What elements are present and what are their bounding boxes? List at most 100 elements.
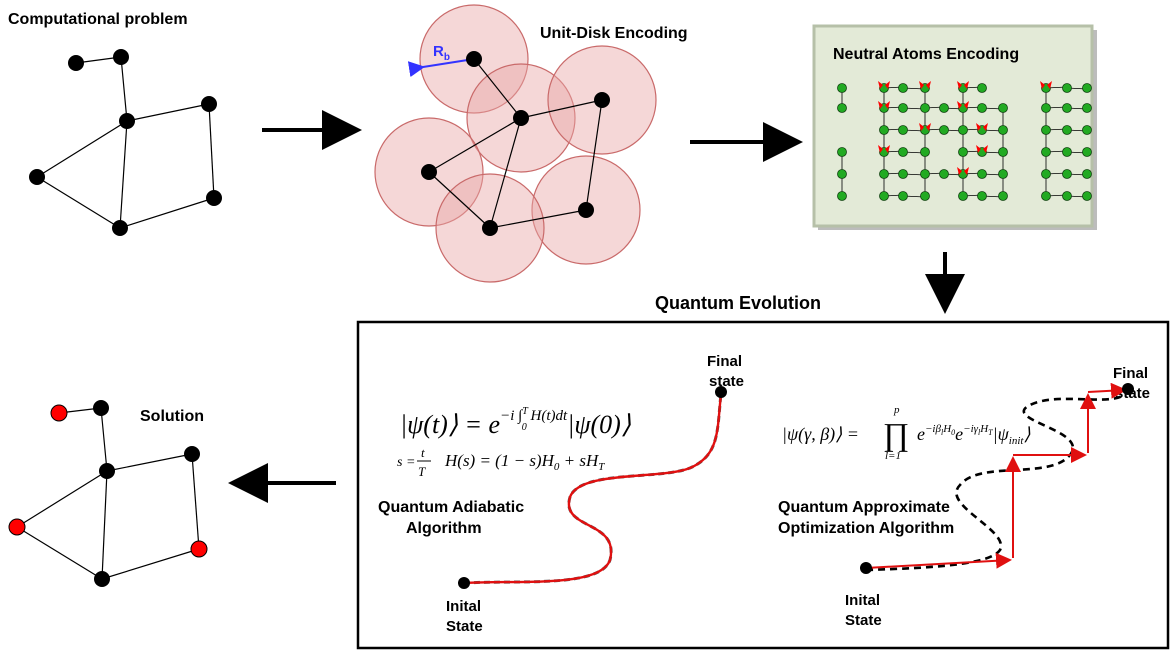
atom [837, 103, 847, 113]
atom [1082, 103, 1092, 113]
unit-disk-title: Unit-Disk Encoding [540, 25, 688, 42]
atom-grid [837, 81, 1092, 201]
graph-edge [428, 117, 522, 173]
atom [1062, 169, 1072, 179]
graph-edge [100, 407, 108, 472]
qaa-final-node [715, 386, 727, 398]
atom [837, 147, 847, 157]
atom [1041, 147, 1051, 157]
graph-node [93, 400, 109, 416]
graph-node [206, 190, 222, 206]
atom [920, 103, 930, 113]
graph-node [578, 202, 594, 218]
solution-graph [8, 400, 208, 587]
atom [998, 103, 1008, 113]
atom [1062, 125, 1072, 135]
atom [939, 103, 949, 113]
atom [920, 191, 930, 201]
qaoa-product-upper: p [893, 404, 900, 416]
atom [898, 83, 908, 93]
atom [837, 83, 847, 93]
atom [1082, 191, 1092, 201]
atom [1062, 191, 1072, 201]
qaa-label-line2: Algorithm [406, 520, 482, 537]
atom [977, 83, 987, 93]
atom [1062, 147, 1072, 157]
graph-edge [36, 176, 121, 229]
atom [998, 169, 1008, 179]
atom [1041, 103, 1051, 113]
radius-arrow [407, 58, 475, 78]
qaa-equation-frac-num: t [421, 445, 425, 460]
atom [837, 169, 847, 179]
atom [898, 169, 908, 179]
atom [898, 125, 908, 135]
atom [1062, 83, 1072, 93]
excitation-marker [1040, 81, 1052, 89]
qaoa-initial-node [860, 562, 872, 574]
atom [837, 191, 847, 201]
graph-edge [120, 56, 128, 122]
excitation-marker [957, 167, 969, 175]
graph-node [482, 220, 498, 236]
atom [977, 103, 987, 113]
atom [939, 125, 949, 135]
atom [1041, 125, 1051, 135]
quantum-evolution-title: Quantum Evolution [655, 293, 821, 313]
graph-edge [520, 99, 603, 119]
atom [998, 147, 1008, 157]
excitation-marker [878, 101, 890, 109]
solution-title: Solution [140, 408, 204, 425]
atom [958, 191, 968, 201]
qaoa-label-line1: Quantum Approximate [778, 499, 950, 516]
graph-edge [101, 470, 108, 580]
graph-node [201, 96, 217, 112]
graph-edge [16, 470, 108, 528]
graph-edge [191, 453, 200, 550]
initial-state-2-line2: State [845, 612, 882, 629]
quantum-evolution-box [356, 320, 1170, 650]
unit-disk-graph: Rb [374, 4, 657, 283]
qaoa-product-lower: l=1 [885, 450, 901, 462]
graph-node [99, 463, 115, 479]
radius-label: Rb [433, 43, 450, 63]
graph-edge [473, 58, 522, 119]
atom [898, 147, 908, 157]
solution-node-selected [50, 404, 68, 422]
qaoa-product-symbol: ∏ [883, 416, 909, 452]
graph-node [29, 169, 45, 185]
final-state-1-line1: Final [707, 353, 742, 370]
atom [1082, 169, 1092, 179]
excitation-marker [919, 81, 931, 89]
atom [1041, 169, 1051, 179]
graph-node [421, 164, 437, 180]
atom [920, 169, 930, 179]
graph-node [184, 446, 200, 462]
qaoa-equation: |ψ(γ, β)⟩ = [782, 424, 859, 445]
qaa-equation-frac-den: T [418, 464, 426, 479]
atom [998, 125, 1008, 135]
atom [1082, 147, 1092, 157]
atom [977, 169, 987, 179]
graph-edge [119, 197, 215, 229]
excitation-marker [878, 145, 890, 153]
qaa-equation-h: H(s) = (1 − s)H0 + sHT [444, 451, 605, 473]
initial-state-1-line1: Inital [446, 598, 481, 615]
atom [958, 125, 968, 135]
initial-state-2-line1: Inital [845, 592, 880, 609]
qaoa-final-node [1122, 383, 1134, 395]
qaoa-step-arrow [1087, 382, 1127, 399]
graph-node [68, 55, 84, 71]
graph-edge [106, 453, 193, 472]
atom [920, 147, 930, 157]
solution-node-selected [190, 540, 208, 558]
excitation-marker [878, 81, 890, 89]
graph-node [513, 110, 529, 126]
graph-edge [101, 548, 200, 580]
excitation-marker [919, 123, 931, 131]
graph-edge [119, 120, 128, 229]
graph-edge [36, 120, 128, 178]
neutral-atoms-panel: Neutral Atoms Encoding [812, 24, 1097, 230]
neutral-atoms-title: Neutral Atoms Encoding [833, 46, 1019, 63]
